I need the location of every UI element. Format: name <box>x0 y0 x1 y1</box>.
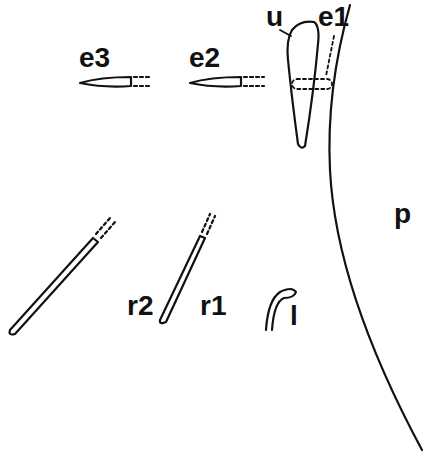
r1-rod <box>160 236 205 323</box>
e3-dotted-end <box>134 76 152 78</box>
part-label: e3 <box>79 44 110 72</box>
e2-dotted-end <box>244 85 264 87</box>
part-label: u <box>266 3 283 31</box>
part-label: r2 <box>127 292 153 320</box>
e1-structure <box>292 79 332 89</box>
r1-dotted-end <box>207 216 215 234</box>
part-label: e1 <box>318 3 349 31</box>
e3-dotted-end <box>134 85 152 87</box>
e2-dotted-end <box>244 76 264 78</box>
r2-rod <box>10 238 98 335</box>
r2-dotted-end <box>101 222 115 238</box>
p-curve <box>329 5 422 450</box>
part-label: r1 <box>200 292 226 320</box>
leader-line <box>326 36 334 76</box>
e2-body <box>190 77 241 87</box>
part-label: p <box>394 200 411 228</box>
e3-body <box>80 77 131 87</box>
part-label: l <box>290 302 298 330</box>
part-label: e2 <box>189 44 220 72</box>
u-outline <box>288 22 319 148</box>
